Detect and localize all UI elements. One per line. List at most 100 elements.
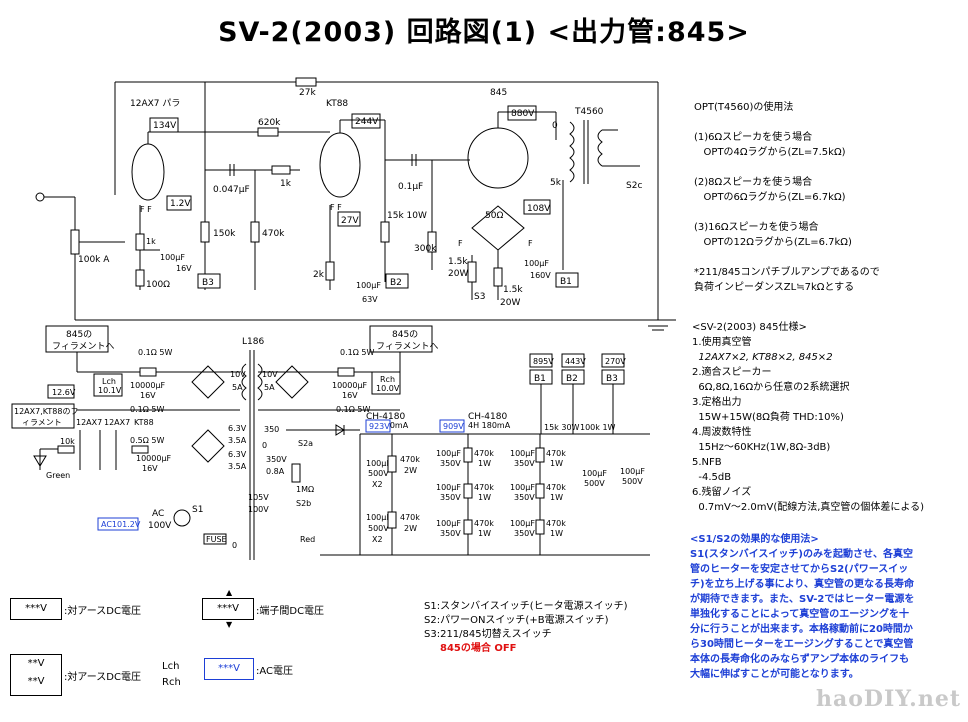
x2a: X2	[372, 480, 383, 489]
r15k-b: 1.5k	[503, 285, 523, 295]
r50-label: 50Ω	[485, 211, 503, 221]
r470k2wa: 470k	[400, 455, 420, 464]
b3-terminal	[197, 273, 221, 289]
v923-box	[365, 419, 391, 433]
tube-v3-label: 845	[490, 88, 507, 98]
opt-usage-panel: OPT(T4560)の使用法 (1)6Ωスピーカを使う場合 OPTの4Ωラグから…	[694, 100, 964, 295]
s1s2-panel-line: S1(スタンバイスイッチ)のみを起動させ、各真空	[690, 549, 914, 560]
svg-text:100μF: 100μF	[510, 519, 535, 528]
v1-ff: F F	[140, 205, 152, 214]
t63a: 6.3V	[228, 424, 247, 433]
v1-bias: 1.2V	[170, 199, 191, 209]
lch-label: Lch	[102, 377, 116, 386]
v1-bias-box	[166, 195, 192, 211]
spec-panel-line: 6Ω,8Ω,16Ωから任意の2系統選択	[692, 382, 850, 393]
legend-box-4: ***V	[204, 658, 254, 680]
c01-label: 0.1μF	[398, 182, 423, 192]
t35a: 3.5A	[228, 436, 247, 445]
svg-text:1W: 1W	[478, 459, 491, 468]
svg-text:1W: 1W	[550, 459, 563, 468]
spec-panel-line: 6.残留ノイズ	[692, 487, 752, 498]
fil845-left-l2: フィラメントへ	[52, 341, 115, 352]
ac100-label: 100V	[148, 521, 172, 531]
spec-panel: <SV-2(2003) 845仕様>1.使用真空管 12AX7×2, KT88×…	[692, 320, 967, 515]
opt-label: T4560	[574, 107, 604, 117]
b1v-box	[529, 353, 553, 368]
c500b: 500V	[368, 524, 389, 533]
x2b: X2	[372, 535, 383, 544]
r-27k-label: 27k	[299, 88, 316, 98]
spec-panel-line: 1.使用真空管	[692, 337, 752, 348]
spec-panel-line: 15Hz〜60KHz(1W,8Ω-3dB)	[692, 442, 831, 453]
c100-500v-b: 100μF	[620, 467, 645, 476]
r15k10w-label: 15k 10W	[387, 211, 427, 221]
bb3: B3	[606, 374, 618, 384]
lbl-kt88: KT88	[134, 418, 154, 427]
spec-panel-line: -4.5dB	[692, 472, 732, 483]
spec-panel-line: 2.適合スピーカー	[692, 367, 772, 378]
svg-text:1W: 1W	[478, 493, 491, 502]
t10vb: 10V	[262, 370, 278, 379]
bridge-rectifier-1	[191, 365, 225, 399]
bridge-rectifier-3	[191, 429, 225, 463]
trafo-winding-r	[257, 363, 263, 401]
svg-text:100μF: 100μF	[510, 449, 535, 458]
tube-v1-icon	[131, 143, 165, 201]
opt-primary-coil	[569, 121, 575, 183]
opt-panel-line: (1)6Ωスピーカを使う場合	[694, 132, 813, 143]
v3-voltage-box	[507, 105, 537, 121]
svg-text:470k: 470k	[474, 483, 494, 492]
r01c: 0.1Ω 5W	[340, 348, 374, 357]
opt-panel-line	[694, 205, 964, 220]
spec-panel-line: <SV-2(2003) 845仕様>	[692, 322, 807, 333]
fil845-left-l1: 845の	[66, 330, 92, 340]
opt-panel-line: (3)16Ωスピーカを使う場合	[694, 222, 819, 233]
s1s2-heading: <S1/S2の効果的な使用法>	[690, 534, 819, 545]
r150k-label: 150k	[213, 229, 236, 239]
c500v-b: 500V	[622, 477, 643, 486]
opt-panel-line: OPTの4Ωラグから(ZL=7.5kΩ)	[694, 147, 846, 158]
opt-secondary-coil	[597, 129, 603, 167]
tube-v2-icon	[319, 132, 361, 198]
w2b: 2W	[404, 524, 417, 533]
t63b: 6.3V	[228, 450, 247, 459]
v2-bias: 27V	[341, 216, 359, 226]
spec-panel-line: 4.周波数特性	[692, 427, 752, 438]
red-label: Red	[300, 535, 315, 544]
b2-label: B2	[390, 278, 402, 288]
opt-0: 0	[552, 121, 558, 131]
spec-panel-line: 0.7mV〜2.0mV(配線方法,真空管の個体差による)	[692, 502, 925, 513]
v3-voltage: 880V	[511, 109, 535, 119]
fil12ax7-l1: 12AX7,KT88のフ	[14, 407, 78, 416]
c500v-a: 500V	[584, 479, 605, 488]
s2a: S2a	[298, 439, 313, 448]
switch-notes: S1:スタンバイスイッチ(ヒータ電源スイッチ) S2:パワーONスイッチ(+B電…	[424, 600, 628, 656]
c500a: 500V	[368, 469, 389, 478]
r100k1w: 100k 1W	[580, 423, 616, 432]
choke2: CH-4180	[468, 412, 507, 422]
v16c: 16V	[142, 464, 158, 473]
fil845-right-l2: フィラメントへ	[376, 341, 439, 352]
bridge-rectifier-2	[275, 365, 309, 399]
s2c-label: S2c	[626, 181, 642, 191]
s3-label: S3	[474, 292, 485, 302]
t10va: 10V	[230, 370, 246, 379]
fil845-right-l1: 845の	[392, 330, 418, 340]
s1s2-panel-line: 本体の長寿命化のみならずアンプ本体のライフも	[690, 654, 910, 665]
c10000a: 10000μF	[130, 381, 166, 390]
lbl-12ax7b: 12AX7	[104, 418, 130, 427]
legend-text-3: :対アースDC電圧	[64, 672, 141, 683]
v2-voltage: 244V	[355, 117, 379, 127]
s2b: S2b	[296, 499, 311, 508]
c100-500v-a: 100μF	[582, 469, 607, 478]
input-jack-icon	[35, 192, 45, 202]
b3v-box	[601, 353, 625, 368]
v3-bias-box	[523, 199, 551, 215]
v909-box	[439, 419, 465, 433]
f-left: F	[458, 239, 463, 248]
fil-12ax7-box	[11, 403, 75, 429]
bb2: B2	[566, 374, 578, 384]
ac-source-icon	[173, 509, 191, 527]
